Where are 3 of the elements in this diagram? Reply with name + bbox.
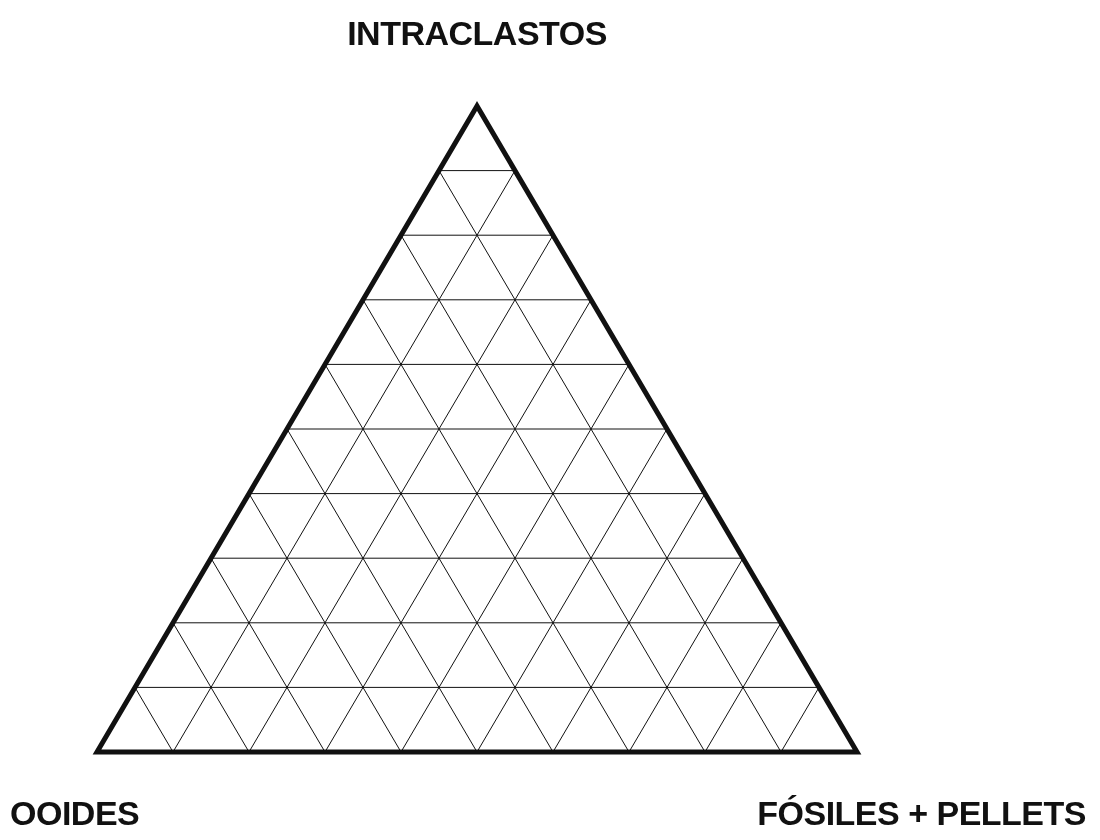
vertex-label: INTRACLASTOS (347, 16, 607, 50)
vertex-label: FÓSILES + PELLETS (757, 796, 1086, 830)
vertex-label: OOIDES (10, 796, 140, 830)
